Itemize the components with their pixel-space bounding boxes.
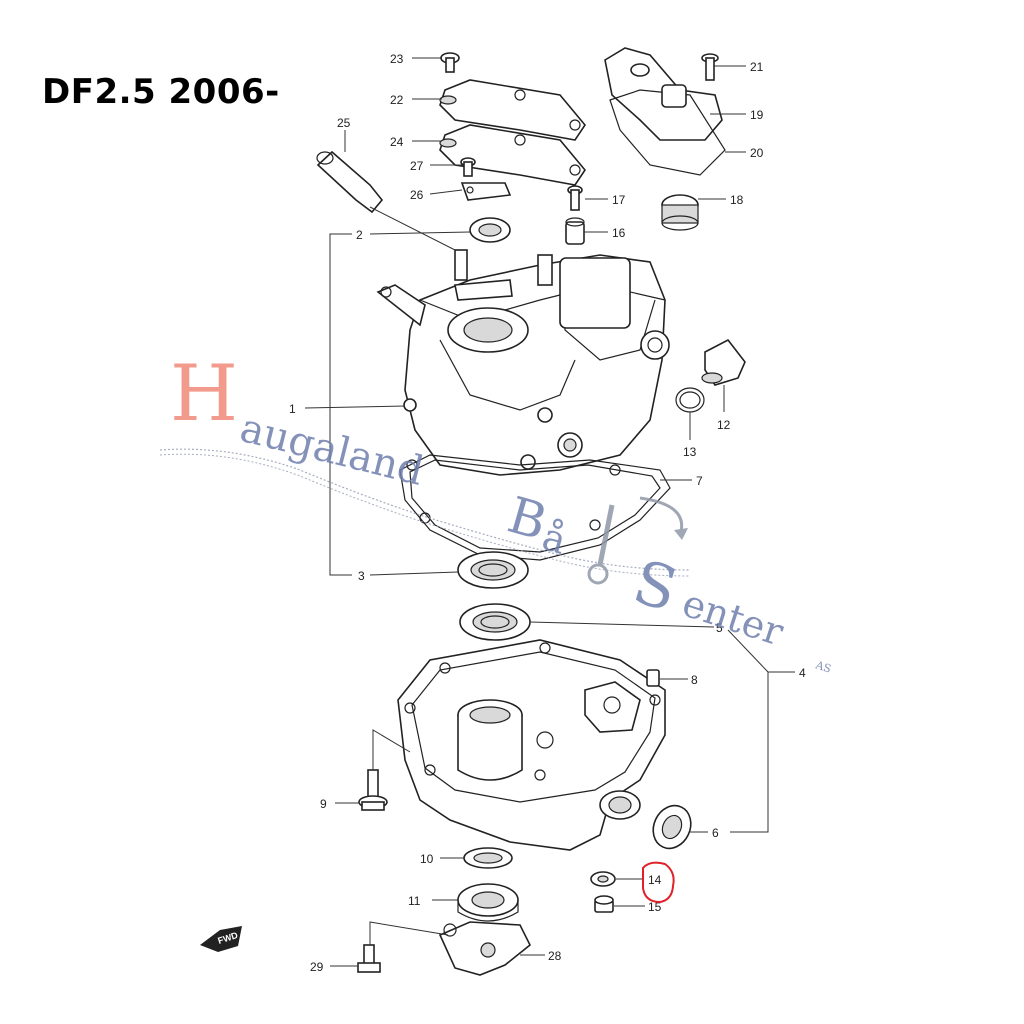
callout-23: 23 bbox=[390, 52, 404, 66]
callout-2: 2 bbox=[356, 228, 363, 242]
bracket-plate bbox=[439, 79, 586, 186]
leader-lines bbox=[304, 57, 795, 967]
bearing-5 bbox=[459, 603, 531, 641]
callout-16: 16 bbox=[612, 226, 626, 240]
callout-4: 4 bbox=[799, 666, 806, 680]
callout-26: 26 bbox=[410, 188, 424, 202]
screw-23 bbox=[440, 52, 460, 73]
bolt-29 bbox=[357, 944, 381, 973]
callout-1: 1 bbox=[289, 402, 296, 416]
drain-plug-12 bbox=[701, 338, 746, 386]
washer-14 bbox=[590, 871, 616, 887]
bolt-9 bbox=[358, 769, 388, 811]
callout-22: 22 bbox=[390, 93, 404, 107]
highlight-circle-14 bbox=[642, 861, 675, 904]
callout-20: 20 bbox=[750, 146, 764, 160]
screw-27 bbox=[460, 157, 476, 177]
callout-3: 3 bbox=[358, 569, 365, 583]
callout-29: 29 bbox=[310, 960, 324, 974]
callout-27: 27 bbox=[410, 159, 424, 173]
callout-9: 9 bbox=[320, 797, 327, 811]
oil-seal-10 bbox=[463, 847, 513, 869]
fwd-arrow-icon: FWD bbox=[200, 926, 242, 952]
watermark-initial: H bbox=[170, 349, 238, 439]
gasket bbox=[399, 454, 671, 561]
callout-12: 12 bbox=[717, 418, 731, 432]
callout-11: 11 bbox=[408, 894, 421, 908]
callout-labels: 23 22 24 27 26 25 2 1 3 17 16 21 19 20 1… bbox=[289, 52, 806, 974]
thermostat-cover bbox=[604, 47, 726, 231]
watermark-word1: augaland bbox=[236, 405, 429, 495]
callout-5: 5 bbox=[716, 621, 723, 635]
lower-crankcase bbox=[397, 639, 666, 851]
watermark-word3-rest: enter bbox=[677, 581, 789, 655]
callout-28: 28 bbox=[548, 949, 562, 963]
hose-25 bbox=[316, 150, 384, 214]
oil-seal-6 bbox=[652, 804, 692, 850]
bearing-3 bbox=[457, 551, 529, 589]
callout-15: 15 bbox=[648, 900, 662, 914]
oil-seal-2 bbox=[469, 217, 511, 243]
callout-24: 24 bbox=[390, 135, 404, 149]
callout-6: 6 bbox=[712, 826, 719, 840]
callout-17: 17 bbox=[612, 193, 626, 207]
callout-7: 7 bbox=[696, 474, 703, 488]
callout-21: 21 bbox=[750, 60, 764, 74]
watermark-word3-initial: S bbox=[626, 547, 685, 626]
callout-8: 8 bbox=[691, 673, 698, 687]
page-title: DF2.5 2006- bbox=[42, 72, 280, 112]
callout-19: 19 bbox=[750, 108, 764, 122]
callout-13: 13 bbox=[683, 445, 697, 459]
screw-17 bbox=[567, 185, 583, 211]
upper-crankcase bbox=[376, 249, 670, 476]
o-ring-13 bbox=[675, 387, 705, 413]
bracket-28 bbox=[438, 921, 532, 976]
dowel-16 bbox=[565, 217, 585, 245]
callout-14: 14 bbox=[648, 873, 662, 887]
callout-25: 25 bbox=[337, 116, 351, 130]
callout-10: 10 bbox=[420, 852, 434, 866]
wrench-icon bbox=[587, 496, 688, 585]
plate-26 bbox=[460, 182, 512, 201]
watermark-suffix: AS bbox=[813, 658, 833, 675]
dowel-8 bbox=[646, 669, 660, 687]
bearing-11 bbox=[457, 883, 519, 922]
plug-15 bbox=[594, 895, 614, 913]
callout-18: 18 bbox=[730, 193, 744, 207]
screw-21 bbox=[701, 53, 719, 81]
